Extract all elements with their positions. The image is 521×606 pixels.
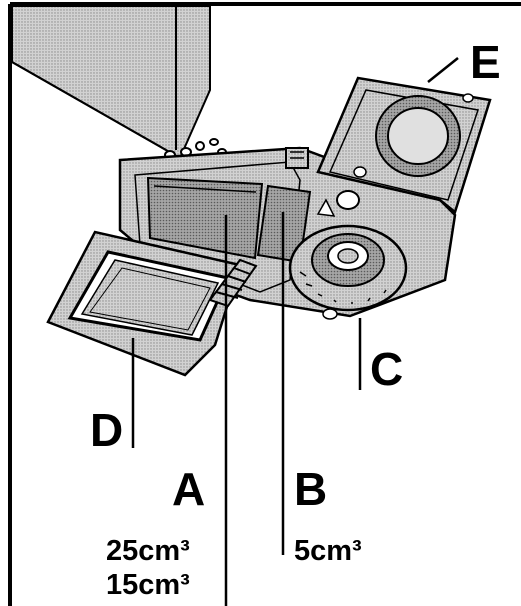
detergent-container: [11, 5, 211, 160]
leader-lines: [131, 57, 459, 606]
label-e: E: [470, 36, 501, 88]
volume-a-main: 25cm³: [106, 535, 190, 567]
hinge-clip: [285, 147, 309, 169]
lid-e: [316, 76, 492, 215]
lid-d: [46, 230, 242, 377]
volume-a-alt: 15cm³: [106, 569, 190, 601]
volume-b: 5cm³: [294, 535, 362, 567]
label-d: D: [90, 404, 123, 456]
label-b: B: [294, 463, 327, 515]
label-a: A: [172, 463, 205, 515]
leader-line-e: [427, 57, 459, 83]
rinse-aid-dial-c: [288, 190, 408, 320]
frame: [8, 2, 521, 606]
compartment-a: [146, 176, 264, 260]
label-c: C: [370, 343, 403, 395]
